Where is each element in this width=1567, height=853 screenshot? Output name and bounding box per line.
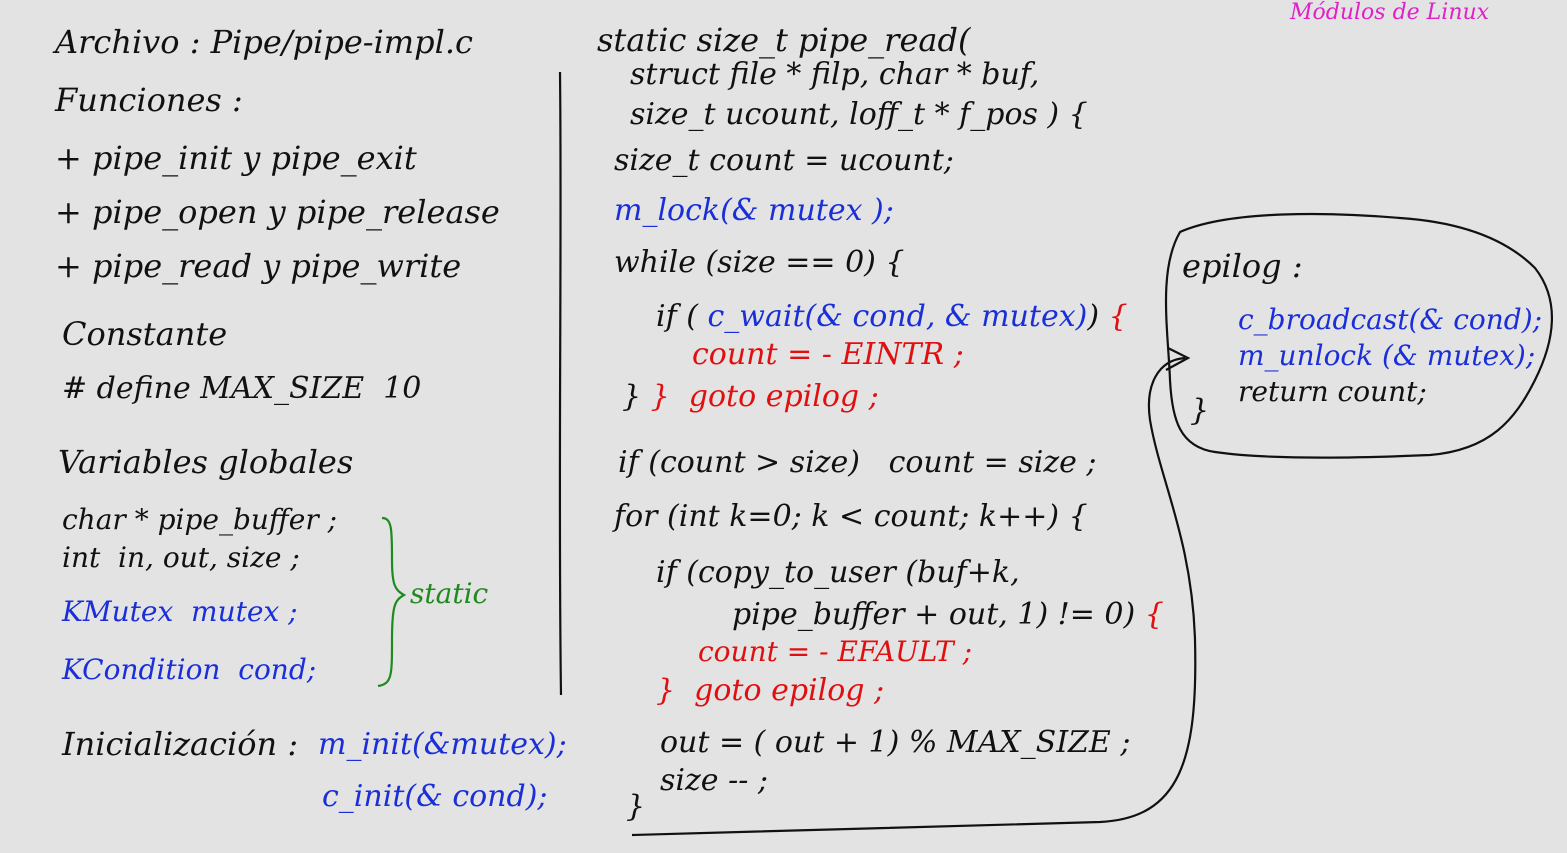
- epilog-unlock: m_unlock (& mutex);: [1238, 339, 1536, 372]
- code-line: if (count > size) count = size ;: [618, 445, 1097, 480]
- code-fragment: pipe_buffer + out, 1) != 0): [732, 597, 1145, 632]
- epilog-label: epilog :: [1182, 247, 1303, 285]
- epilog-brace: }: [1190, 393, 1210, 428]
- code-line-efault: count = - EFAULT ;: [698, 635, 973, 668]
- constant-line: # define MAX_SIZE 10: [62, 371, 422, 406]
- globals-heading: Variables globales: [58, 443, 354, 481]
- code-line: out = ( out + 1) % MAX_SIZE ;: [660, 725, 1131, 760]
- function-item: + pipe_read y pipe_write: [55, 247, 462, 285]
- epilog-return: return count;: [1238, 375, 1427, 408]
- static-label: static: [410, 577, 489, 610]
- global-var: char * pipe_buffer ;: [62, 503, 338, 536]
- code-line: size -- ;: [660, 763, 769, 798]
- code-fragment: ): [1087, 299, 1100, 334]
- code-line-wait: if ( c_wait(& cond, & mutex)) {: [656, 302, 1128, 332]
- epilog-broadcast: c_broadcast(& cond);: [1238, 303, 1543, 336]
- code-signature-1: static size_t pipe_read(: [597, 21, 971, 59]
- global-var-cond: KCondition cond;: [62, 653, 317, 686]
- code-line-lock: m_lock(& mutex );: [614, 193, 894, 228]
- code-fragment: if (: [656, 299, 708, 334]
- global-var-mutex: KMutex mutex ;: [62, 595, 298, 628]
- epilog-outline: [1164, 212, 1553, 459]
- code-line-close: } } goto epilog ;: [622, 382, 879, 412]
- code-line: size_t count = ucount;: [614, 143, 954, 178]
- arrow-head: [1165, 347, 1191, 371]
- init-cond: c_init(& cond);: [322, 779, 548, 814]
- init-label: Inicialización :: [62, 725, 299, 763]
- code-line-eintr: count = - EINTR ;: [692, 337, 964, 372]
- constant-heading: Constante: [62, 315, 228, 353]
- epilog-arrow: [631, 356, 1197, 837]
- column-divider: [558, 71, 563, 696]
- code-line: while (size == 0) {: [614, 245, 905, 280]
- code-line: if (copy_to_user (buf+k,: [656, 555, 1020, 590]
- code-signature-2: struct file * filp, char * buf,: [630, 57, 1040, 92]
- function-item: + pipe_open y pipe_release: [55, 193, 500, 231]
- file-line: Archivo : Pipe/pipe-impl.c: [55, 23, 473, 61]
- init-mutex: m_init(&mutex);: [318, 727, 567, 762]
- global-var: int in, out, size ;: [62, 541, 300, 574]
- code-fragment-goto: goto epilog ;: [669, 379, 879, 414]
- static-brace: [377, 516, 407, 688]
- functions-heading: Funciones :: [55, 81, 243, 119]
- code-fragment: }: [622, 379, 651, 414]
- code-line: for (int k=0; k < count; k++) {: [614, 499, 1088, 534]
- code-line: }: [626, 789, 646, 824]
- function-item: + pipe_init y pipe_exit: [55, 139, 417, 177]
- code-fragment-wait: c_wait(& cond, & mutex): [707, 299, 1088, 334]
- code-line-copy: pipe_buffer + out, 1) != 0) {: [732, 600, 1164, 630]
- code-fragment-brace: {: [1144, 597, 1164, 632]
- code-signature-3: size_t ucount, loff_t * f_pos ) {: [630, 97, 1088, 132]
- corner-title: Módulos de Linux: [1290, 0, 1490, 25]
- code-fragment: }: [650, 379, 670, 414]
- code-fragment-brace: {: [1099, 299, 1128, 334]
- code-line-goto: } goto epilog ;: [656, 673, 885, 708]
